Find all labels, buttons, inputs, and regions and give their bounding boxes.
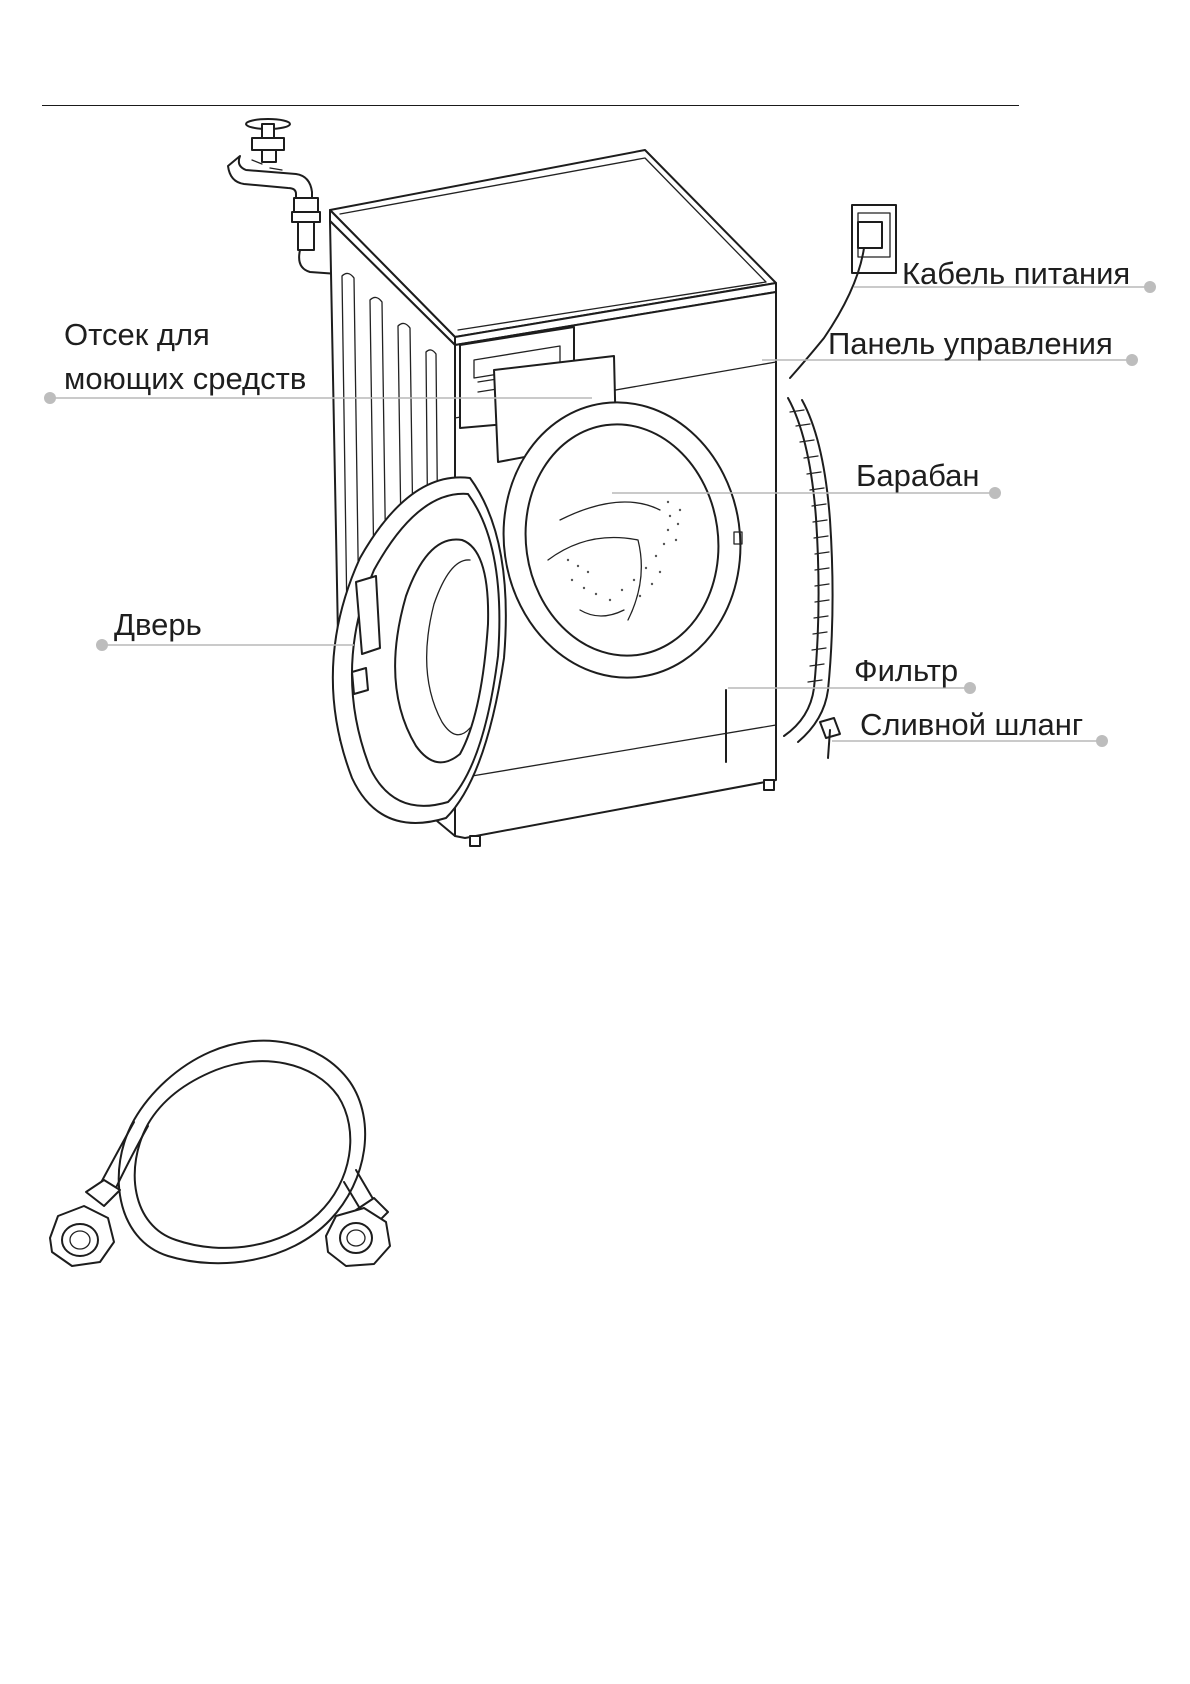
label-filter: Фильтр [854, 653, 959, 688]
label-door: Дверь [114, 607, 202, 642]
inlet-hose-illustration [49, 1039, 391, 1267]
power-socket-icon [789, 204, 897, 379]
label-control-panel: Панель управления [828, 326, 1113, 361]
label-detergent-line1: Отсек для [64, 317, 210, 352]
label-drain-hose: Сливной шланг [860, 707, 1084, 742]
leader-lines [44, 281, 1156, 747]
label-power-cable: Кабель питания [902, 256, 1131, 291]
drain-hose-illustration [783, 397, 841, 759]
water-tap-icon [227, 118, 339, 275]
label-drum: Барабан [856, 458, 980, 493]
label-detergent-line2: моющих средств [64, 361, 307, 396]
door-illustration [331, 476, 507, 824]
top-rule [42, 105, 1019, 106]
drum-perforation [566, 500, 682, 602]
